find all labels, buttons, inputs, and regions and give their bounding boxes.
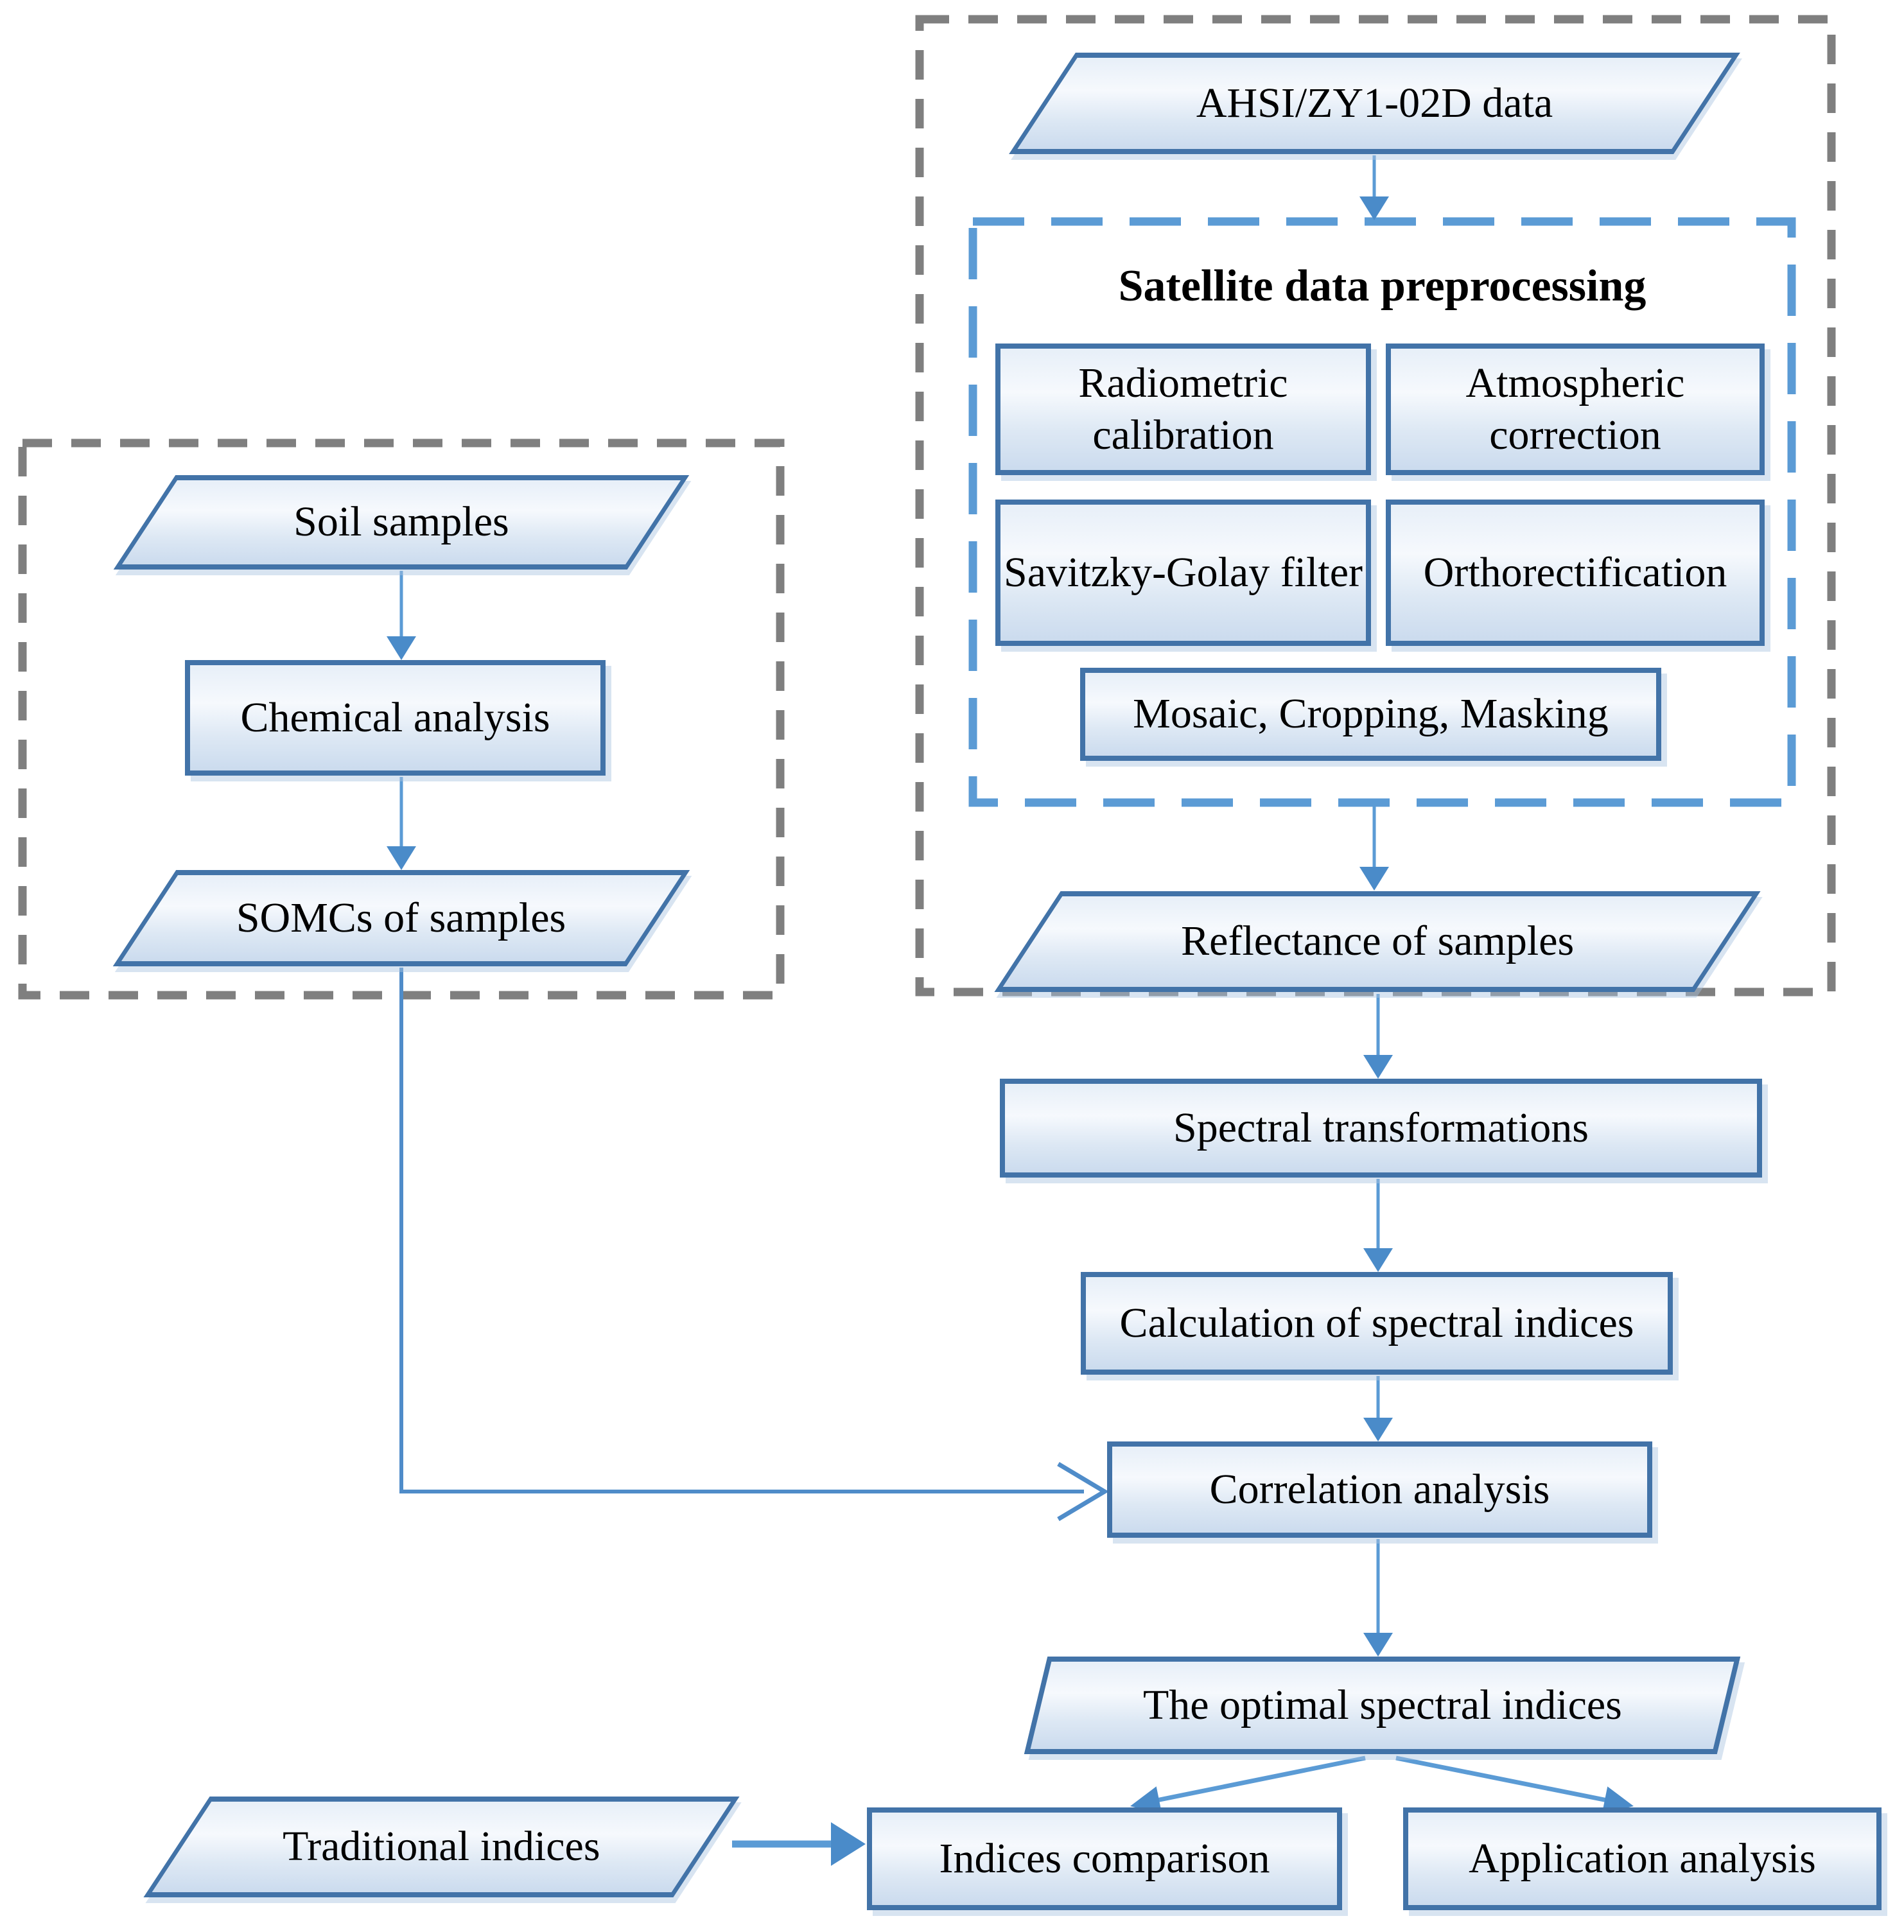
node-application-analysis: Application analysis <box>1403 1807 1882 1910</box>
satellite-group-border <box>915 15 1836 996</box>
node-traditional-indices: Traditional indices <box>143 1797 740 1897</box>
node-somcs-of-samples: SOMCs of samples <box>112 870 690 966</box>
node-mosaic-cropping-masking: Mosaic, Cropping, Masking <box>1080 668 1661 761</box>
node-spectral-transformations: Spectral transformations <box>1000 1079 1762 1178</box>
preprocessing-group-border <box>968 217 1796 807</box>
node-orthorectification: Orthorectification <box>1386 500 1765 646</box>
traditional-to-comparison-arrow <box>732 1822 866 1866</box>
node-savitzky-golay-filter: Savitzky-Golay filter <box>995 500 1371 646</box>
node-chemical-analysis: Chemical analysis <box>185 660 606 776</box>
node-optimal-spectral-indices: The optimal spectral indices <box>1024 1657 1741 1754</box>
node-atmospheric-correction: Atmospheric correction <box>1386 344 1765 475</box>
node-radiometric-calibration: Radiometric calibration <box>995 344 1371 475</box>
optimal-branch-arrows <box>1130 1755 1634 1815</box>
node-indices-comparison: Indices comparison <box>867 1807 1342 1910</box>
preprocessing-title: Satellite data preprocessing <box>1118 261 1646 311</box>
arrow-down-icons <box>387 155 1393 1657</box>
node-calculation-of-spectral-indices: Calculation of spectral indices <box>1081 1272 1673 1375</box>
node-correlation-analysis: Correlation analysis <box>1107 1441 1652 1538</box>
node-soil-samples: Soil samples <box>113 475 690 570</box>
somcs-to-correlation-connector <box>399 968 1109 1522</box>
node-ahsi-data: AHSI/ZY1-02D data <box>1009 53 1740 154</box>
node-reflectance-of-samples: Reflectance of samples <box>994 891 1761 992</box>
